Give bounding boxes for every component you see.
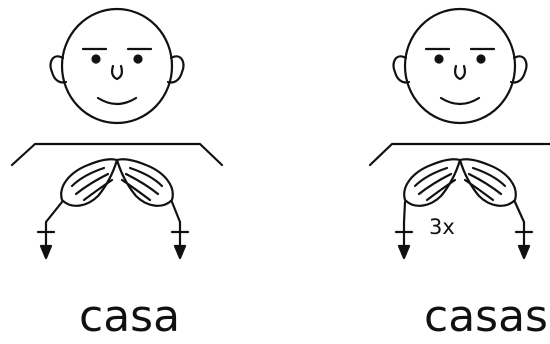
sign-figure-casa: casa [0, 0, 240, 344]
right-eye [135, 56, 142, 63]
left-eye [93, 56, 100, 63]
downward-movement-arrows-icon [396, 202, 532, 248]
face-icon [50, 9, 183, 123]
hands-roof-icon [61, 159, 173, 206]
sign-caption: casa [79, 290, 180, 344]
head-outline [62, 9, 172, 123]
right-eye [478, 56, 485, 63]
sign-illustration [360, 0, 550, 290]
hands-roof-icon [404, 159, 516, 206]
left-eye [436, 56, 443, 63]
mouth [98, 98, 136, 104]
mouth [441, 98, 479, 104]
sign-illustration [0, 0, 240, 290]
repetition-label: 3x [429, 215, 455, 239]
nose [112, 66, 122, 79]
face-icon [393, 9, 526, 123]
downward-movement-arrows-icon [38, 202, 188, 248]
nose [455, 66, 465, 79]
head-outline [405, 9, 515, 123]
sign-caption: casas [424, 290, 548, 344]
sign-figure-casas: 3x casas [360, 0, 550, 344]
